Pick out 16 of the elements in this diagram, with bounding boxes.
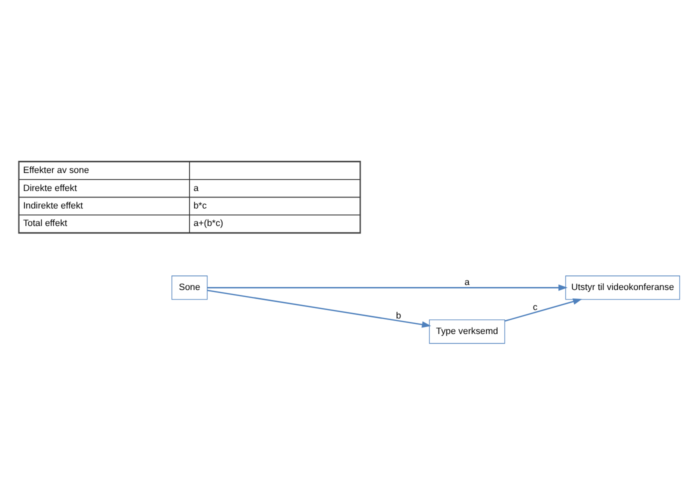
node-box: Type verksemd (429, 318, 506, 344)
label: Indirekte effekt (23, 200, 84, 210)
label: Effekter av sone (23, 164, 90, 175)
node-box: Sone (172, 275, 208, 300)
edge-label: c (532, 302, 538, 312)
edge-label: a (464, 276, 470, 287)
arrow (504, 298, 582, 322)
arrow (207, 284, 568, 290)
label: a+(b*c) (193, 218, 224, 228)
node-box: Utstyr til videokonferanse (565, 275, 680, 300)
label: Direkte effekt (23, 182, 77, 192)
label: a (193, 182, 199, 192)
arrow (207, 289, 432, 328)
label: Total effekt (23, 218, 68, 228)
label: b*c (193, 200, 207, 210)
edge-label: b (396, 310, 402, 320)
